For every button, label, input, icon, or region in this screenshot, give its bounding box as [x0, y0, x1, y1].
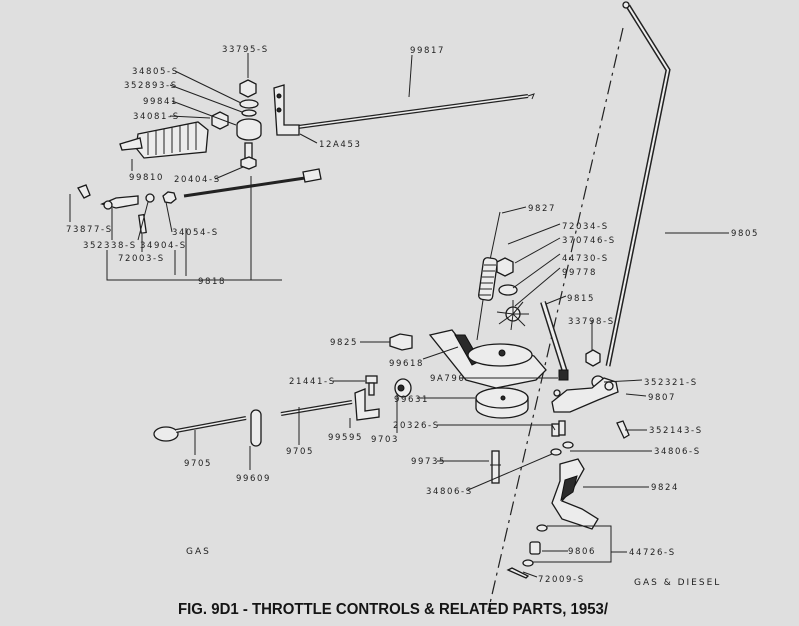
fitting-352143s [616, 420, 630, 439]
nut-33798s [585, 349, 601, 367]
label-44726s: 44726-S [629, 548, 676, 558]
label-9818: 9818 [198, 277, 226, 287]
label-9807: 9807 [648, 393, 676, 403]
grommet-99841 [236, 118, 262, 141]
label-34806s-a: 34806-S [654, 447, 701, 457]
bushing-9806 [529, 541, 541, 555]
bracket-9824 [551, 458, 599, 530]
pin-73877s [77, 184, 91, 199]
label-370746s: 370746-S [562, 236, 616, 246]
spring-9827 [476, 211, 501, 341]
label-33798s: 33798-S [568, 317, 615, 327]
bracket-99595 [354, 388, 380, 421]
label-99631: 99631 [394, 395, 429, 405]
label-9815: 9815 [567, 294, 595, 304]
label-9805: 9805 [731, 229, 759, 239]
label-72034s: 72034-S [562, 222, 609, 232]
label-99841: 99841 [143, 97, 178, 107]
label-9827: 9827 [528, 204, 556, 214]
nut-33795s [239, 79, 257, 98]
label-12a453: 12A453 [319, 140, 361, 150]
disk-99631 [475, 387, 529, 419]
label-34904s: 34904-S [140, 241, 187, 251]
lever-99618 [428, 329, 547, 389]
section-label-gas-diesel: GAS & DIESEL [634, 578, 721, 588]
label-99735: 99735 [411, 457, 446, 467]
washer-34806s-b [550, 448, 562, 456]
label-99778: 99778 [562, 268, 597, 278]
rod-9805 [605, 1, 671, 367]
label-9a790: 9A790 [430, 374, 465, 384]
swivel-9a790 [558, 369, 569, 381]
stud-99735 [491, 450, 500, 484]
label-99810: 99810 [129, 173, 164, 183]
leader-lines [69, 53, 729, 578]
washer-44726s-b [522, 559, 534, 567]
section-label-gas: GAS [186, 547, 211, 557]
washer-34806s-a [562, 441, 574, 449]
star-washer [496, 300, 529, 331]
nut-34081s [211, 111, 229, 130]
label-352893s: 352893-S [124, 81, 178, 91]
bolt-21441s [365, 375, 378, 384]
label-44730s: 44730-S [562, 254, 609, 264]
label-352143s: 352143-S [649, 426, 703, 436]
label-34806s-b: 34806-S [426, 487, 473, 497]
rod-99817 [297, 93, 535, 129]
label-9824: 9824 [651, 483, 679, 493]
label-34805s: 34805-S [132, 67, 179, 77]
label-352321s: 352321-S [644, 378, 698, 388]
boot-99810 [119, 121, 209, 159]
label-99609: 99609 [236, 474, 271, 484]
label-20326s: 20326-S [393, 421, 440, 431]
washer-352893s [241, 109, 257, 117]
knob-rod-9705 [153, 416, 247, 442]
washer-34904s [145, 193, 155, 203]
washer-44726s-a [536, 524, 548, 532]
label-9705-knob: 9705 [184, 459, 212, 469]
label-20404s: 20404-S [174, 175, 221, 185]
nut-34054s [162, 191, 177, 204]
washer-34805s [239, 99, 259, 109]
link-99609 [250, 409, 262, 447]
label-99817: 99817 [410, 46, 445, 56]
label-9806: 9806 [568, 547, 596, 557]
label-72009s: 72009-S [538, 575, 585, 585]
label-9825: 9825 [330, 338, 358, 348]
rod-9818 [183, 168, 322, 198]
label-9705-rod: 9705 [286, 447, 314, 457]
cotter-72009s [506, 567, 530, 579]
gas-diesel-divider [487, 27, 624, 613]
label-21441s: 21441-S [289, 377, 336, 387]
label-72003s: 72003-S [118, 254, 165, 264]
figure-caption: FIG. 9D1 - THROTTLE CONTROLS & RELATED P… [178, 601, 609, 618]
nut-44730s [496, 257, 514, 277]
label-9703: 9703 [371, 435, 399, 445]
rod-9705 [280, 400, 353, 416]
label-99595: 99595 [328, 433, 363, 443]
label-73877s: 73877-S [66, 225, 113, 235]
lever-9807 [551, 377, 619, 413]
label-34081s: 34081-S [133, 112, 180, 122]
label-34054s: 34054-S [172, 228, 219, 238]
label-33795s: 33795-S [222, 45, 269, 55]
label-99618: 99618 [389, 359, 424, 369]
clip-9825 [389, 333, 413, 351]
label-352338s: 352338-S [83, 241, 137, 251]
washer-99778 [498, 284, 518, 296]
